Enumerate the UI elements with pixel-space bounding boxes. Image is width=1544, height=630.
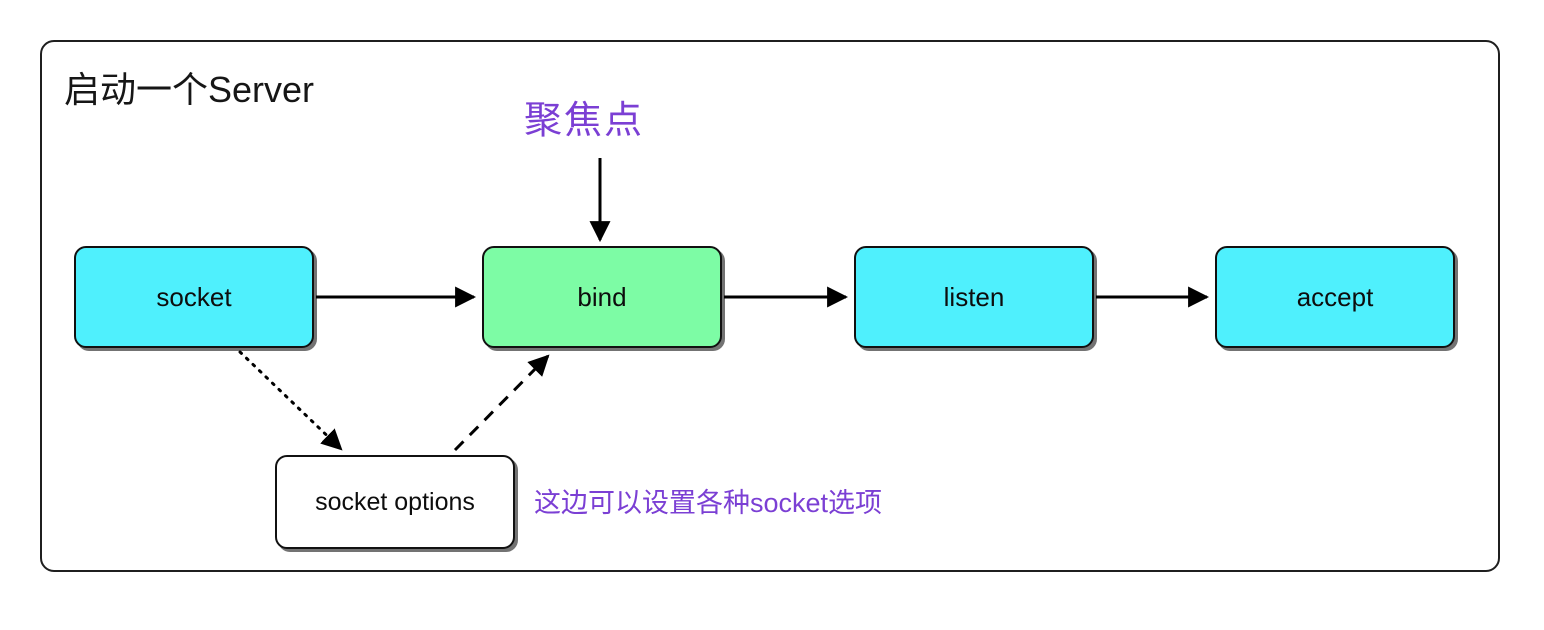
node-listen[interactable]: listen <box>854 246 1094 348</box>
subgraph-title: 启动一个Server <box>64 69 315 110</box>
node-accept-label: accept <box>1296 281 1374 312</box>
node-socket-options[interactable]: socket options <box>275 455 515 549</box>
node-bind[interactable]: bind <box>482 246 722 348</box>
node-socket-label: socket <box>156 281 232 312</box>
node-listen-label: listen <box>943 281 1005 312</box>
annotation-socket-options-note: 这边可以设置各种socket选项 <box>534 488 883 518</box>
annotation-focus-point: 聚焦点 <box>524 100 645 142</box>
node-bind-label: bind <box>577 281 627 312</box>
node-socket[interactable]: socket <box>74 246 314 348</box>
node-accept[interactable]: accept <box>1215 246 1455 348</box>
node-socket-options-label: socket options <box>315 487 475 516</box>
